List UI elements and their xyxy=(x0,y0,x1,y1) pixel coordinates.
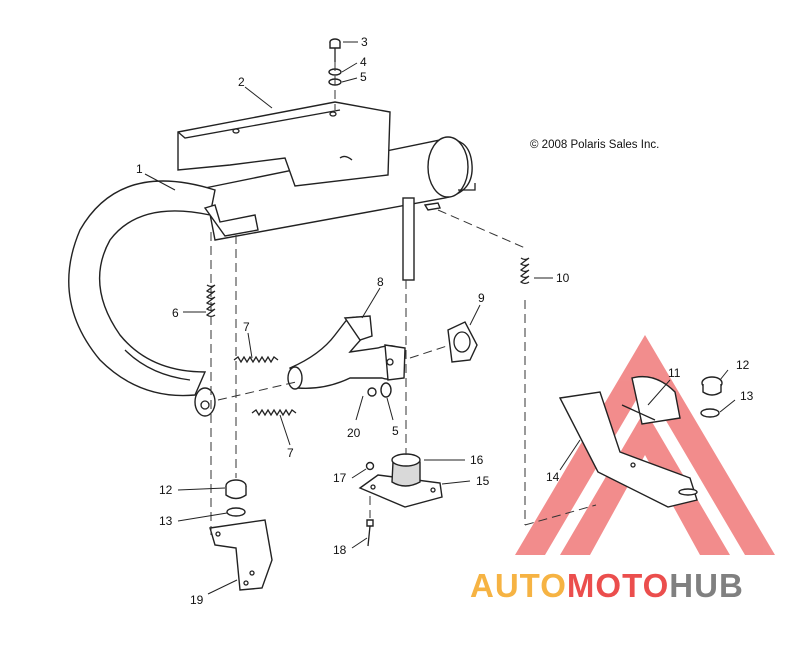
leader-lines xyxy=(144,41,736,595)
lower-bracket xyxy=(209,479,273,591)
watermark-triangle-inner xyxy=(560,410,730,555)
callout-2: 2 xyxy=(238,75,245,89)
callout-13-right: 13 xyxy=(740,389,754,403)
callout-5-lower: 5 xyxy=(392,424,399,438)
bolt-washer-stack xyxy=(328,38,342,110)
heat-shield xyxy=(177,101,391,187)
watermark-auto: AUTO xyxy=(470,567,567,604)
muffler xyxy=(68,136,476,417)
callout-12-left: 12 xyxy=(159,483,173,497)
watermark-text: AUTOMOTOHUB xyxy=(470,567,744,604)
callout-1: 1 xyxy=(136,162,143,176)
callout-7-lower: 7 xyxy=(287,446,294,460)
callout-11: 11 xyxy=(668,366,681,380)
callout-20: 20 xyxy=(347,426,361,440)
callout-4: 4 xyxy=(360,55,367,69)
isolator-mount xyxy=(358,280,443,547)
callout-9: 9 xyxy=(478,291,485,305)
callout-numbers: 1 2 3 4 5 6 7 7 8 9 10 11 12 12 13 13 14… xyxy=(136,35,754,607)
rear-bracket xyxy=(558,375,723,508)
callout-14: 14 xyxy=(546,470,560,484)
callout-10: 10 xyxy=(556,271,570,285)
spring-6 xyxy=(205,284,216,318)
callout-3: 3 xyxy=(361,35,368,49)
callout-16: 16 xyxy=(470,453,484,467)
spring-7-lower xyxy=(251,408,297,417)
callout-6: 6 xyxy=(172,306,179,320)
watermark-hub: HUB xyxy=(669,567,744,604)
spring-10 xyxy=(519,257,530,285)
callout-5-top: 5 xyxy=(360,70,367,84)
callout-13-left: 13 xyxy=(159,514,173,528)
watermark-moto: MOTO xyxy=(567,567,669,604)
callout-18: 18 xyxy=(333,543,347,557)
y-pipe xyxy=(287,315,406,390)
callout-19: 19 xyxy=(190,593,204,607)
callout-17: 17 xyxy=(333,471,347,485)
copyright-text: © 2008 Polaris Sales Inc. xyxy=(530,139,659,151)
washers-20-5 xyxy=(367,382,392,398)
spring-7-upper xyxy=(233,355,279,364)
callout-8: 8 xyxy=(377,275,384,289)
callout-15: 15 xyxy=(476,474,490,488)
callout-7-upper: 7 xyxy=(243,320,250,334)
callout-12-right: 12 xyxy=(736,358,750,372)
svg-text:AUTOMOTOHUB: AUTOMOTOHUB xyxy=(470,567,744,604)
gasket-9 xyxy=(447,321,478,363)
